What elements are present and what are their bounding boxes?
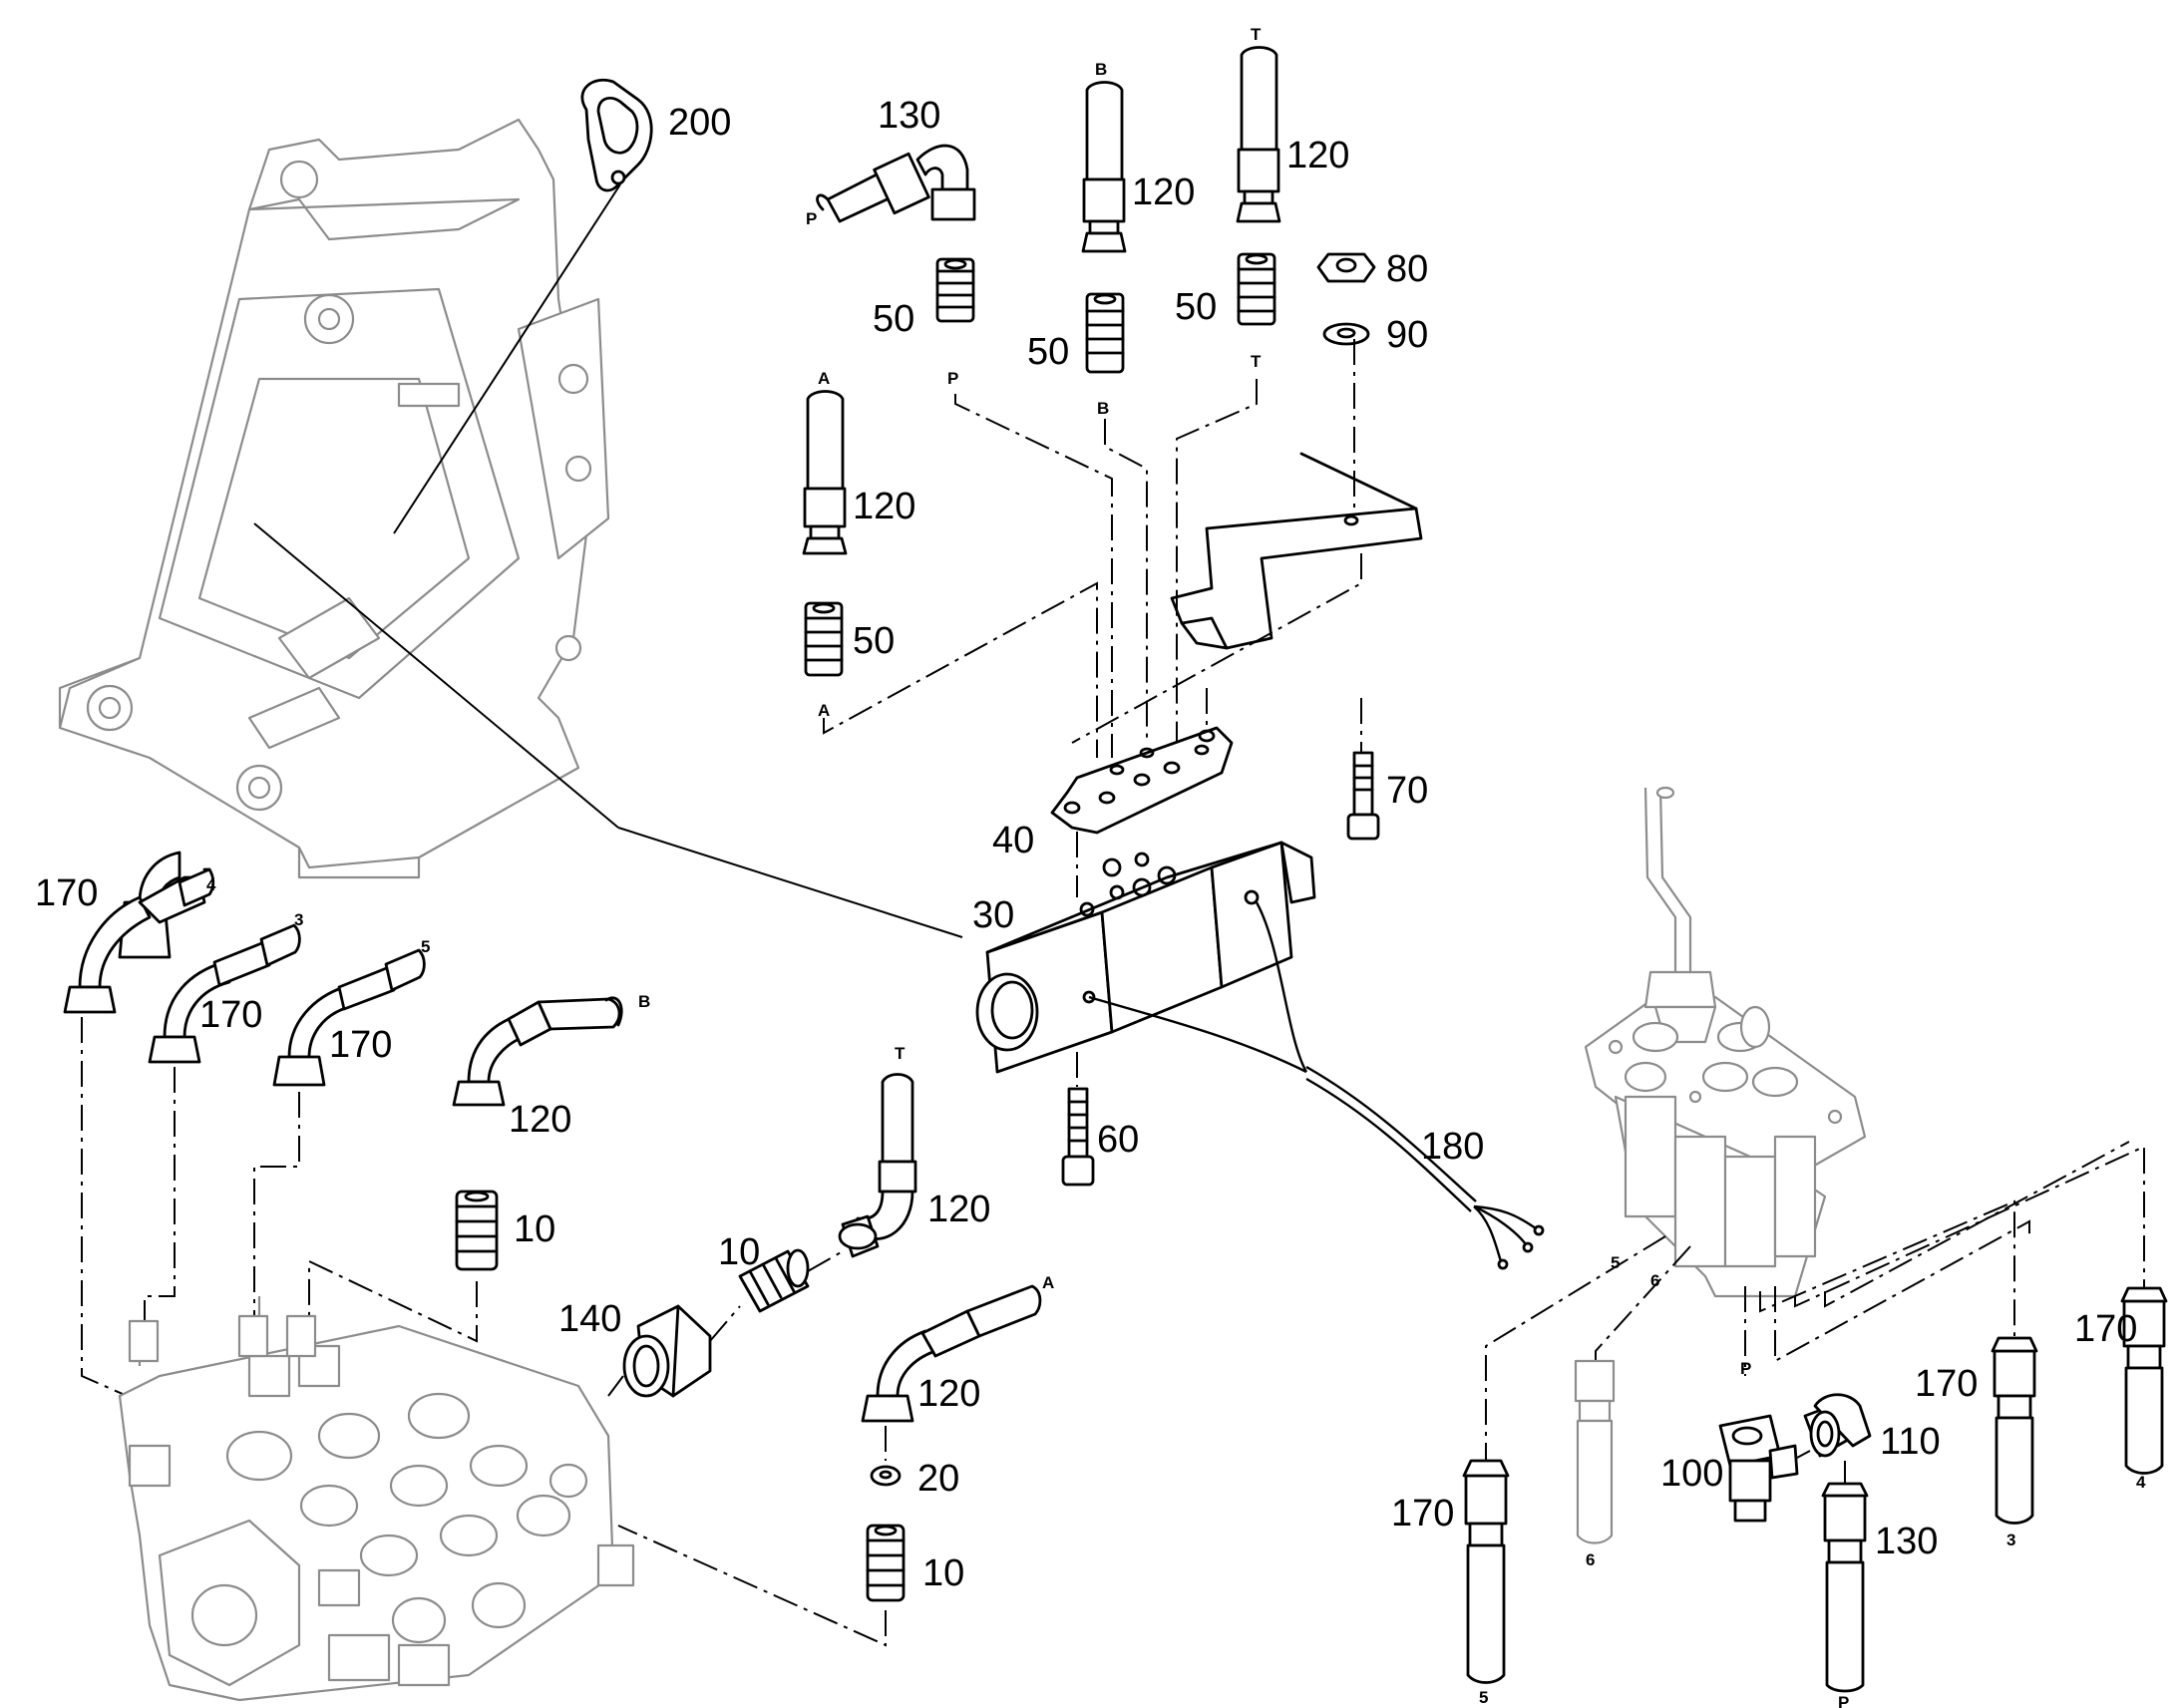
mounting-bracket xyxy=(1170,452,1423,650)
callout-10-m: 10 xyxy=(718,1231,760,1273)
callout-170-r3: 170 xyxy=(1915,1363,1978,1405)
fitting-10-b xyxy=(866,1524,906,1602)
callout-120-la: 120 xyxy=(917,1373,980,1415)
tee-fitting-100 xyxy=(1718,1414,1799,1523)
callout-170-r5: 170 xyxy=(1391,1493,1454,1535)
hose-120-t xyxy=(1236,46,1281,223)
hose-120-la xyxy=(861,1284,1042,1423)
hose-170-5 xyxy=(272,948,426,1087)
callout-170-5: 170 xyxy=(329,1024,392,1066)
solenoid-valve-30 xyxy=(975,841,1316,1074)
fitting-50-t xyxy=(1237,252,1276,326)
callout-200: 200 xyxy=(668,102,731,144)
hose-170-r5 xyxy=(1462,1459,1510,1684)
port-label-a-top: A xyxy=(818,369,830,388)
callout-50-b: 50 xyxy=(1027,331,1069,373)
port-label-r3b: 3 xyxy=(2006,1531,2015,1549)
callout-180: 180 xyxy=(1421,1126,1484,1168)
dashed-connections-right xyxy=(1485,1141,2145,1476)
port-label-5: 5 xyxy=(421,937,430,956)
callout-100: 100 xyxy=(1660,1453,1723,1495)
fitting-50-a xyxy=(804,601,844,677)
ghost-joystick-valve xyxy=(1584,786,1867,1298)
callout-30: 30 xyxy=(972,894,1014,936)
callout-60: 60 xyxy=(1097,1119,1139,1161)
callout-130-top: 130 xyxy=(878,95,940,137)
callout-170-3: 170 xyxy=(199,994,262,1036)
callout-50-p: 50 xyxy=(873,298,914,340)
hose-130-top xyxy=(816,144,976,223)
callout-120-t: 120 xyxy=(1286,135,1349,176)
port-label-rpb: P xyxy=(1838,1693,1849,1708)
callout-50-t: 50 xyxy=(1175,286,1217,328)
fitting-50-b xyxy=(1085,292,1125,374)
fitting-10-l xyxy=(455,1190,499,1271)
callout-20: 20 xyxy=(917,1458,959,1500)
callout-10-b: 10 xyxy=(922,1552,964,1594)
hose-120-a xyxy=(802,390,848,555)
port-label-4: 4 xyxy=(206,875,216,894)
port-label-r5: 5 xyxy=(1611,1253,1620,1272)
hose-130-r xyxy=(1821,1482,1869,1693)
hose-120-lt xyxy=(838,1073,917,1258)
callout-130-r: 130 xyxy=(1875,1521,1938,1562)
port-label-p-fit: P xyxy=(947,369,958,388)
port-label-la: A xyxy=(1042,1273,1054,1292)
port-label-r6b: 6 xyxy=(1586,1550,1595,1569)
hose-170-r4 xyxy=(2120,1286,2168,1475)
port-label-a-fit: A xyxy=(818,701,830,720)
callout-90: 90 xyxy=(1386,314,1428,356)
port-label-p-top: P xyxy=(806,209,817,228)
port-label-rp: P xyxy=(1740,1359,1751,1378)
port-label-r4b: 4 xyxy=(2136,1473,2146,1492)
ghost-boom-frame xyxy=(58,118,610,879)
port-label-t-top: T xyxy=(1251,25,1262,44)
bolt-70 xyxy=(1346,751,1380,841)
callout-50-a: 50 xyxy=(853,620,895,662)
washer-20 xyxy=(870,1465,902,1487)
fitting-50-p xyxy=(935,257,975,323)
washer-90 xyxy=(1322,322,1370,346)
callout-170-r4: 170 xyxy=(2074,1308,2137,1350)
adapter-140 xyxy=(622,1304,712,1398)
cable-harness-180 xyxy=(1088,901,1545,1270)
callout-140: 140 xyxy=(558,1298,621,1340)
hose-170-4 xyxy=(63,851,215,1014)
callout-70: 70 xyxy=(1386,770,1428,812)
callout-10-l: 10 xyxy=(514,1208,555,1250)
port-label-3: 3 xyxy=(294,910,303,929)
callout-80: 80 xyxy=(1386,248,1428,290)
callout-120-b: 120 xyxy=(1132,171,1195,213)
callout-40: 40 xyxy=(992,820,1034,861)
fitting-10-m xyxy=(738,1248,810,1313)
hose-120-lb xyxy=(452,996,623,1107)
callout-120-lb: 120 xyxy=(509,1099,571,1141)
ghost-hose-6 xyxy=(1574,1359,1616,1544)
callout-110: 110 xyxy=(1880,1421,1941,1463)
callout-120-a: 120 xyxy=(853,486,915,527)
port-label-b-top: B xyxy=(1095,60,1107,79)
callout-170-4: 170 xyxy=(35,872,98,914)
hose-170-r3 xyxy=(1991,1336,2038,1525)
nut-80 xyxy=(1316,252,1376,283)
clamp-200 xyxy=(580,79,653,192)
port-label-lb: B xyxy=(638,992,650,1011)
port-label-b-fit: B xyxy=(1097,399,1109,418)
ghost-control-valve xyxy=(118,1296,635,1702)
elbow-fitting-110 xyxy=(1803,1393,1872,1458)
callout-120-lt: 120 xyxy=(927,1189,990,1230)
port-label-r6: 6 xyxy=(1650,1271,1659,1290)
bolt-60 xyxy=(1061,1087,1095,1187)
hose-170-3 xyxy=(148,923,301,1064)
hose-120-b xyxy=(1081,81,1127,253)
port-label-t-fit: T xyxy=(1251,352,1262,371)
port-label-lt: T xyxy=(895,1044,906,1063)
mounting-plate-40 xyxy=(1050,726,1234,835)
port-label-r5b: 5 xyxy=(1479,1688,1488,1707)
